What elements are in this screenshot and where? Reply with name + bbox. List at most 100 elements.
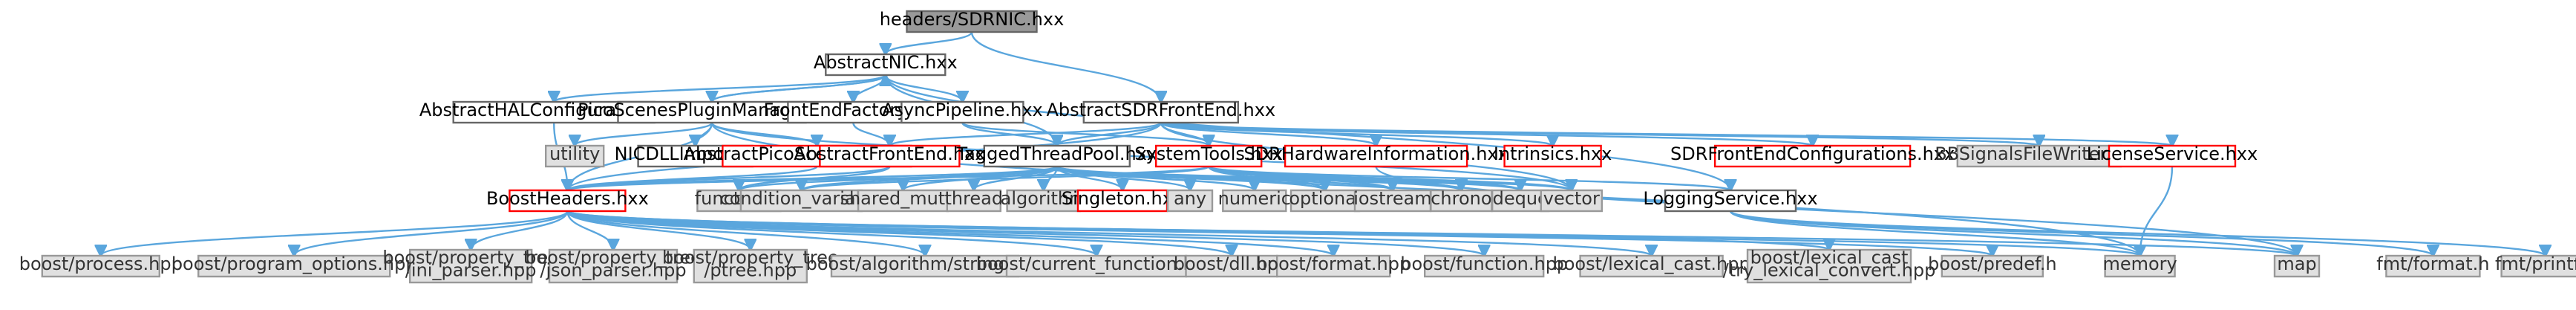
node-box	[906, 10, 1038, 33]
edge-asdrfe-to-ttp	[1057, 122, 1162, 146]
node-box	[1275, 254, 1391, 278]
node-label-line: chrono	[1431, 188, 1491, 209]
node-bpredef: boost/predef.h	[1928, 254, 2057, 278]
node-label-line: TaggedThreadPool.hxx	[955, 143, 1157, 164]
node-label: fmt/printf.h	[2495, 254, 2576, 274]
node-box	[1664, 189, 1797, 213]
node-any: any	[1166, 188, 1214, 213]
node-box	[693, 248, 808, 284]
edge-boost-to-map	[566, 210, 2297, 256]
node-utility: utility	[545, 143, 605, 168]
node-box	[900, 100, 1024, 124]
node-box	[983, 144, 1131, 168]
node-label: condition_variable	[720, 188, 883, 209]
node-deque: deque	[1491, 188, 1550, 213]
node-blexcast: boost/lexical_cast.hpp	[1553, 254, 1750, 278]
node-label-line: AbstractFrontEnd.hxx	[794, 143, 985, 164]
node-label: boost/process.hpp	[19, 254, 183, 274]
node-box	[1289, 189, 1361, 213]
node-label: LoggingService.hxx	[1643, 188, 1817, 209]
node-label-line: /ini_parser.hpp	[405, 260, 537, 281]
node-label: SDRFrontEndConfigurations.hxx	[1670, 143, 1955, 164]
node-label: boost/algorithm/string.hpp	[806, 254, 1045, 274]
node-label: TaggedThreadPool.hxx	[955, 143, 1157, 164]
node-label-line: BoostHeaders.hxx	[486, 188, 649, 209]
node-sdrhw[interactable]: SDRHardwareInformation.hxx	[1243, 143, 1508, 168]
node-box	[1082, 100, 1240, 124]
node-fmtprintf: fmt/printf.h	[2495, 254, 2576, 278]
nodes-layer: headers/SDRNIC.hxxAbstractNIC.hxxAbstrac…	[19, 9, 2576, 284]
node-fmtformat: fmt/format.h	[2376, 254, 2490, 278]
node-ttp[interactable]: TaggedThreadPool.hxx	[955, 143, 1157, 168]
node-label-line: boost/lexical_cast.hpp	[1553, 254, 1750, 274]
node-box	[819, 144, 961, 168]
edge-pspm-to-vector	[710, 122, 1572, 190]
node-label: chrono	[1431, 188, 1491, 209]
node-singleton[interactable]: Singleton.hxx	[1062, 188, 1183, 213]
edge-systools-to-condvar	[801, 165, 1210, 190]
node-label: boost/program_options.hpp	[171, 254, 417, 274]
node-box	[1540, 189, 1604, 213]
node-label: boost/dll.hpp	[1174, 254, 1289, 274]
node-box	[2108, 144, 2237, 168]
node-box	[1006, 189, 1081, 213]
edge-boost-to-bprocess	[101, 210, 569, 256]
edge-fef-to-afe	[852, 122, 889, 146]
node-label-line: AsyncPipeline.hxx	[882, 100, 1043, 120]
node-box	[2273, 254, 2321, 278]
node-label: SDRHardwareInformation.hxx	[1243, 143, 1508, 164]
edge-abstractnic-to-abstracthal	[554, 74, 886, 102]
node-numeric: numeric	[1218, 188, 1291, 213]
node-label-line: boost/lexical_cast	[1750, 248, 1909, 268]
node-label-line: /ptree.hpp	[704, 260, 797, 281]
edge-systools-to-logging	[1208, 165, 1730, 190]
node-label: boost/lexical_cast/try_lexical_convert.h…	[1723, 248, 1936, 281]
node-label: SystemTools.hxx	[1134, 143, 1283, 164]
node-intrinsics[interactable]: Intrinsics.hxx	[1494, 143, 1612, 168]
node-abstractnic[interactable]: AbstractNIC.hxx	[814, 52, 958, 77]
node-chrono: chrono	[1430, 188, 1493, 213]
node-label: AsyncPipeline.hxx	[882, 100, 1043, 120]
node-afe[interactable]: AbstractFrontEnd.hxx	[794, 143, 986, 168]
node-label: iostream	[1353, 188, 1431, 209]
node-asdrfe[interactable]: AbstractSDRFrontEnd.hxx	[1046, 100, 1275, 124]
node-box	[1503, 144, 1602, 168]
edge-asdrfe-to-license	[1160, 121, 2172, 146]
node-label: AbstractNIC.hxx	[814, 52, 958, 73]
node-label: headers/SDRNIC.hxx	[880, 9, 1065, 30]
node-label-line: memory	[2102, 254, 2177, 274]
edge-pspm-to-utility	[575, 121, 713, 146]
node-license[interactable]: LicenseService.hxx	[2087, 143, 2258, 168]
node-memory: memory	[2102, 254, 2177, 278]
node-boost[interactable]: BoostHeaders.hxx	[486, 188, 649, 213]
node-box	[2500, 254, 2576, 278]
node-label: BoostHeaders.hxx	[486, 188, 649, 209]
node-label: boost/predef.h	[1928, 254, 2056, 274]
node-root[interactable]: headers/SDRNIC.hxx	[880, 9, 1065, 33]
node-box	[545, 144, 605, 168]
node-logging[interactable]: LoggingService.hxx	[1643, 188, 1818, 213]
node-label-line: Intrinsics.hxx	[1494, 143, 1612, 164]
node-label-line: iostream	[1353, 188, 1431, 209]
node-systools[interactable]: SystemTools.hxx	[1134, 143, 1283, 168]
node-label: thread	[944, 188, 1003, 209]
node-label-line: thread	[944, 188, 1003, 209]
node-async[interactable]: AsyncPipeline.hxx	[882, 100, 1043, 124]
node-label-line: boost/current_function.hpp	[976, 254, 1217, 274]
node-label-line: boost/property_tree	[662, 248, 839, 268]
edge-boost-to-bptjson	[566, 210, 613, 250]
node-label: boost/property_tree/json_parser.hpp	[525, 248, 702, 281]
node-label-line: utility	[549, 143, 600, 164]
node-label-line: boost/process.hpp	[19, 254, 183, 274]
node-label: fmt/format.h	[2376, 254, 2489, 274]
node-label: LicenseService.hxx	[2087, 143, 2258, 164]
node-label: Singleton.hxx	[1062, 188, 1183, 209]
node-algorithm: algorithm	[1001, 188, 1087, 213]
edge-pspm-to-abstractnic	[710, 75, 886, 103]
node-bprogopt: boost/program_options.hpp	[171, 254, 417, 278]
node-label: AbstractSDRFrontEnd.hxx	[1046, 100, 1275, 120]
node-box	[1941, 254, 2044, 278]
node-sdrfecfg[interactable]: SDRFrontEndConfigurations.hxx	[1670, 143, 1955, 168]
node-iostream: iostream	[1353, 188, 1432, 213]
